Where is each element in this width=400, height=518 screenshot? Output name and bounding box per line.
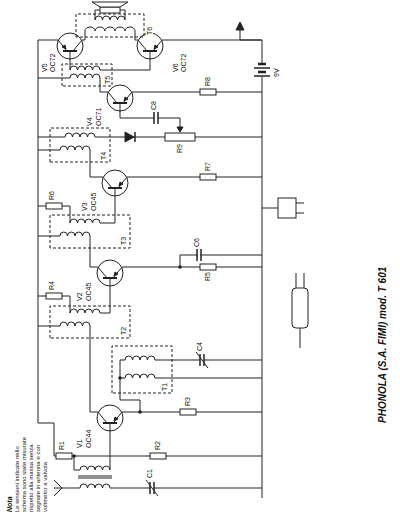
transformer-label: T6 bbox=[146, 27, 153, 35]
transformer-label: T4 bbox=[100, 152, 107, 160]
tube-label: V2 bbox=[76, 292, 83, 301]
capacitor-label: C1 bbox=[146, 469, 153, 478]
tube-label: V3 bbox=[81, 202, 88, 211]
transistor-type: OC72 bbox=[49, 54, 56, 72]
note-heading: Nota bbox=[6, 496, 13, 512]
transformer-label: T3 bbox=[120, 237, 127, 245]
transistor-type: OC72 bbox=[180, 54, 187, 72]
tube-label: V6 bbox=[172, 63, 179, 72]
resistor-label: R4 bbox=[48, 281, 55, 290]
resistor-label: R2 bbox=[154, 441, 161, 450]
battery-voltage: 9V bbox=[273, 68, 280, 77]
resistor-label: R5 bbox=[204, 272, 211, 281]
resistor-label: R8 bbox=[204, 77, 211, 86]
transistor-type: OC45 bbox=[85, 283, 92, 301]
potentiometer-label: R9 bbox=[176, 144, 183, 153]
tube-label: V5 bbox=[41, 63, 48, 72]
resistor-label: R6 bbox=[48, 191, 55, 200]
note-text: Le tensioni indicate nello schema sono s… bbox=[14, 430, 48, 512]
wiring bbox=[38, 10, 300, 498]
capacitor-label: C8 bbox=[150, 101, 157, 110]
transistor-type: OC45 bbox=[90, 193, 97, 211]
resistor-label: R3 bbox=[184, 397, 191, 406]
capacitor-label: C6 bbox=[193, 238, 200, 247]
resistor-label: R1 bbox=[58, 441, 65, 450]
tube-label: V1 bbox=[76, 439, 83, 448]
transistor-type: OC44 bbox=[85, 430, 92, 448]
transformer-label: T5 bbox=[104, 76, 111, 84]
transformer-label: T1 bbox=[161, 383, 168, 391]
schematic-title: PHONOLA (S.A. FIMI) mod. T 601 bbox=[378, 267, 388, 423]
capacitor-label: C4 bbox=[196, 342, 203, 351]
transistor-type: OC71 bbox=[95, 108, 102, 126]
transformer-label: T2 bbox=[120, 327, 127, 335]
resistor-label: R7 bbox=[204, 162, 211, 171]
tube-label: V4 bbox=[86, 117, 93, 126]
